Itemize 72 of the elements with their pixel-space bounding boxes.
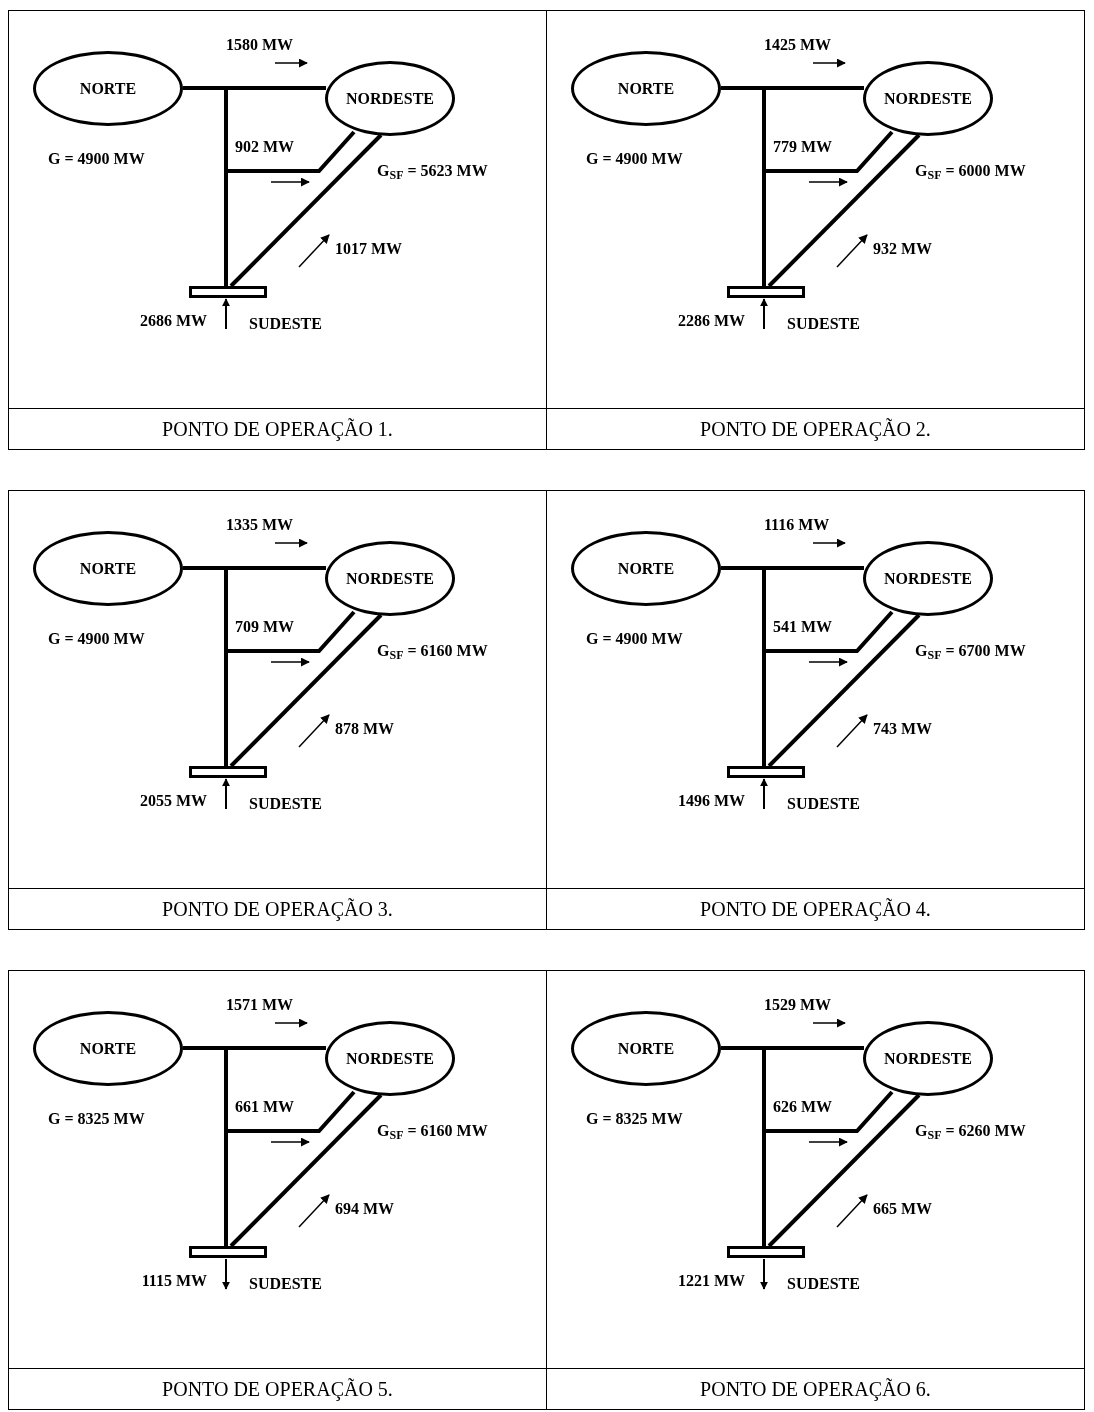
flow-value: 541 MW [773,619,833,635]
flow-value: 709 MW [235,619,295,635]
panel-frame [546,970,1085,1410]
bus-label: SUDESTE [249,796,322,812]
region-ellipse: NORDESTE [325,1021,455,1096]
panel-caption: PONTO DE OPERAÇÃO 4. [700,899,931,919]
bus-label: SUDESTE [787,1276,860,1292]
flow-value: 626 MW [773,1099,833,1115]
flow-value: 902 MW [235,139,295,155]
region-ellipse: NORTE [33,531,183,606]
flow-arrow [222,778,230,810]
flow-value: 1221 MW [677,1273,745,1289]
panel-caption: PONTO DE OPERAÇÃO 5. [162,1379,393,1399]
panel-caption: PONTO DE OPERAÇÃO 6. [700,1379,931,1399]
generation-value: G = 4900 MW [586,151,683,167]
flow-arrow [222,1258,230,1290]
panel-frame [546,490,1085,930]
generation-value: G$_{SF}$ = 6260 MW [915,1123,1026,1139]
bus-label: SUDESTE [249,316,322,332]
panel-caption: PONTO DE OPERAÇÃO 3. [162,899,393,919]
flow-value: 2286 MW [677,313,745,329]
generation-value: G = 4900 MW [48,631,145,647]
flow-value: 779 MW [773,139,833,155]
generation-value: G$_{SF}$ = 6000 MW [915,163,1026,179]
panel-frame [8,490,547,930]
flow-arrow [760,778,768,810]
flow-value: 1116 MW [764,517,830,533]
generation-value: G = 4900 MW [586,631,683,647]
flow-value: 1425 MW [764,37,832,53]
flow-value: 878 MW [335,721,395,737]
flow-value: 2055 MW [139,793,207,809]
region-ellipse: NORTE [571,531,721,606]
bus-label: SUDESTE [787,796,860,812]
region-ellipse: NORTE [571,1011,721,1086]
flow-arrow [760,298,768,330]
flow-value: 1580 MW [226,37,294,53]
region-ellipse: NORDESTE [863,541,993,616]
generation-value: G = 8325 MW [586,1111,683,1127]
generation-value: G$_{SF}$ = 5623 MW [377,163,488,179]
bus-label: SUDESTE [249,1276,322,1292]
flow-arrow [222,298,230,330]
region-ellipse: NORDESTE [863,61,993,136]
generation-value: G = 8325 MW [48,1111,145,1127]
panel-caption: PONTO DE OPERAÇÃO 2. [700,419,931,439]
generation-value: G$_{SF}$ = 6160 MW [377,643,488,659]
panel-frame [8,10,547,450]
region-ellipse: NORDESTE [325,61,455,136]
panel-frame [8,970,547,1410]
bus-label: SUDESTE [787,316,860,332]
flow-value: 1017 MW [335,241,403,257]
flow-arrow [760,1258,768,1290]
generation-value: G = 4900 MW [48,151,145,167]
generation-value: G$_{SF}$ = 6160 MW [377,1123,488,1139]
flow-value: 1571 MW [226,997,294,1013]
generation-value: G$_{SF}$ = 6700 MW [915,643,1026,659]
flow-value: 1335 MW [226,517,294,533]
flow-value: 743 MW [873,721,933,737]
region-ellipse: NORTE [33,51,183,126]
region-ellipse: NORTE [571,51,721,126]
flow-value: 2686 MW [139,313,207,329]
flow-value: 665 MW [873,1201,933,1217]
flow-value: 1496 MW [677,793,745,809]
flow-value: 661 MW [235,1099,295,1115]
region-ellipse: NORTE [33,1011,183,1086]
flow-value: 1529 MW [764,997,832,1013]
panel-frame [546,10,1085,450]
flow-value: 1115 MW [141,1273,207,1289]
region-ellipse: NORDESTE [325,541,455,616]
flow-value: 694 MW [335,1201,395,1217]
region-ellipse: NORDESTE [863,1021,993,1096]
flow-value: 932 MW [873,241,933,257]
panel-caption: PONTO DE OPERAÇÃO 1. [162,419,393,439]
